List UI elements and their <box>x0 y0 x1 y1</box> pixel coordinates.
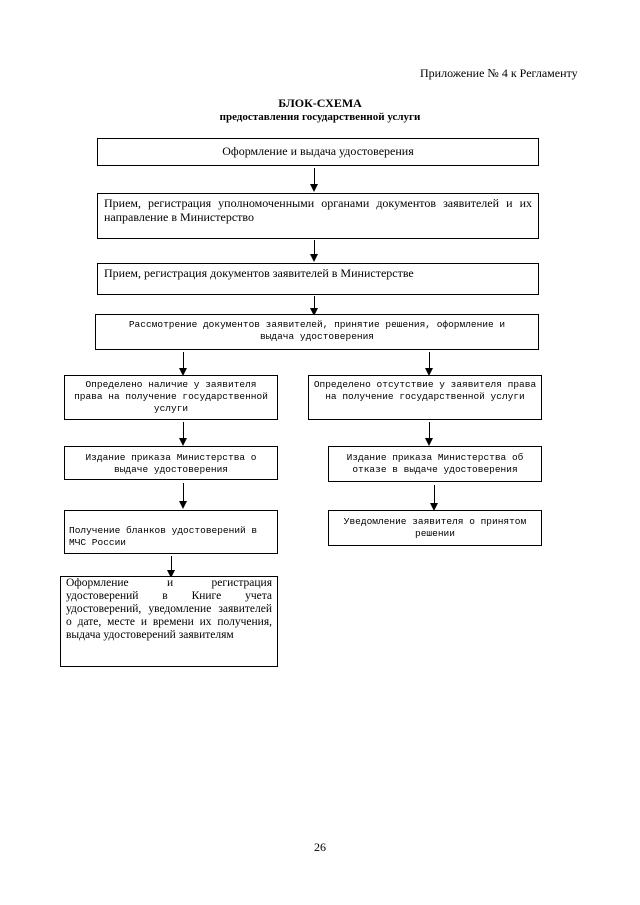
left-condition-text: Определено наличие у заявителя права на … <box>74 379 268 414</box>
right-condition-text: Определено отсутствие у заявителя права … <box>313 379 537 402</box>
right-order-text: Издание приказа Министерства об отказе в… <box>346 452 524 475</box>
right-order-box: Издание приказа Министерства об отказе в… <box>328 446 542 482</box>
right-notify-text: Уведомление заявителя о принятом решении <box>343 516 527 539</box>
step-review-decision: Рассмотрение документов заявителей, прин… <box>95 314 539 350</box>
left-order-text: Издание приказа Министерства о выдаче уд… <box>85 452 257 475</box>
right-condition-box: Определено отсутствие у заявителя права … <box>308 375 542 420</box>
left-condition-box: Определено наличие у заявителя права на … <box>64 375 278 420</box>
left-final-box: Оформление и регистрация удостоверений в… <box>60 576 278 667</box>
step-issue-certificate: Оформление и выдача удостоверения <box>97 138 539 166</box>
left-blanks-text: Получение бланков удостоверений в МЧС Ро… <box>69 525 258 548</box>
diagram-subtitle: предоставления государственной услуги <box>219 111 421 123</box>
step-ministry-registration-text: Прием, регистрация документов заявителей… <box>104 266 414 280</box>
step-regional-registration-text: Прием, регистрация уполномоченными орган… <box>104 196 532 224</box>
left-final-text: Оформление и регистрация удостоверений в… <box>66 577 272 641</box>
left-blanks-box: Получение бланков удостоверений в МЧС Ро… <box>64 510 278 554</box>
step-regional-registration: Прием, регистрация уполномоченными орган… <box>97 193 539 239</box>
right-notify-box: Уведомление заявителя о принятом решении <box>328 510 542 546</box>
step-review-decision-text: Рассмотрение документов заявителей, прин… <box>128 319 506 342</box>
diagram-title: БЛОК-СХЕМА <box>278 96 362 110</box>
appendix-label: Приложение № 4 к Регламенту <box>420 66 578 80</box>
step-issue-certificate-text: Оформление и выдача удостоверения <box>222 144 414 158</box>
left-order-box: Издание приказа Министерства о выдаче уд… <box>64 446 278 480</box>
step-ministry-registration: Прием, регистрация документов заявителей… <box>97 263 539 295</box>
page-number: 26 <box>314 840 326 854</box>
